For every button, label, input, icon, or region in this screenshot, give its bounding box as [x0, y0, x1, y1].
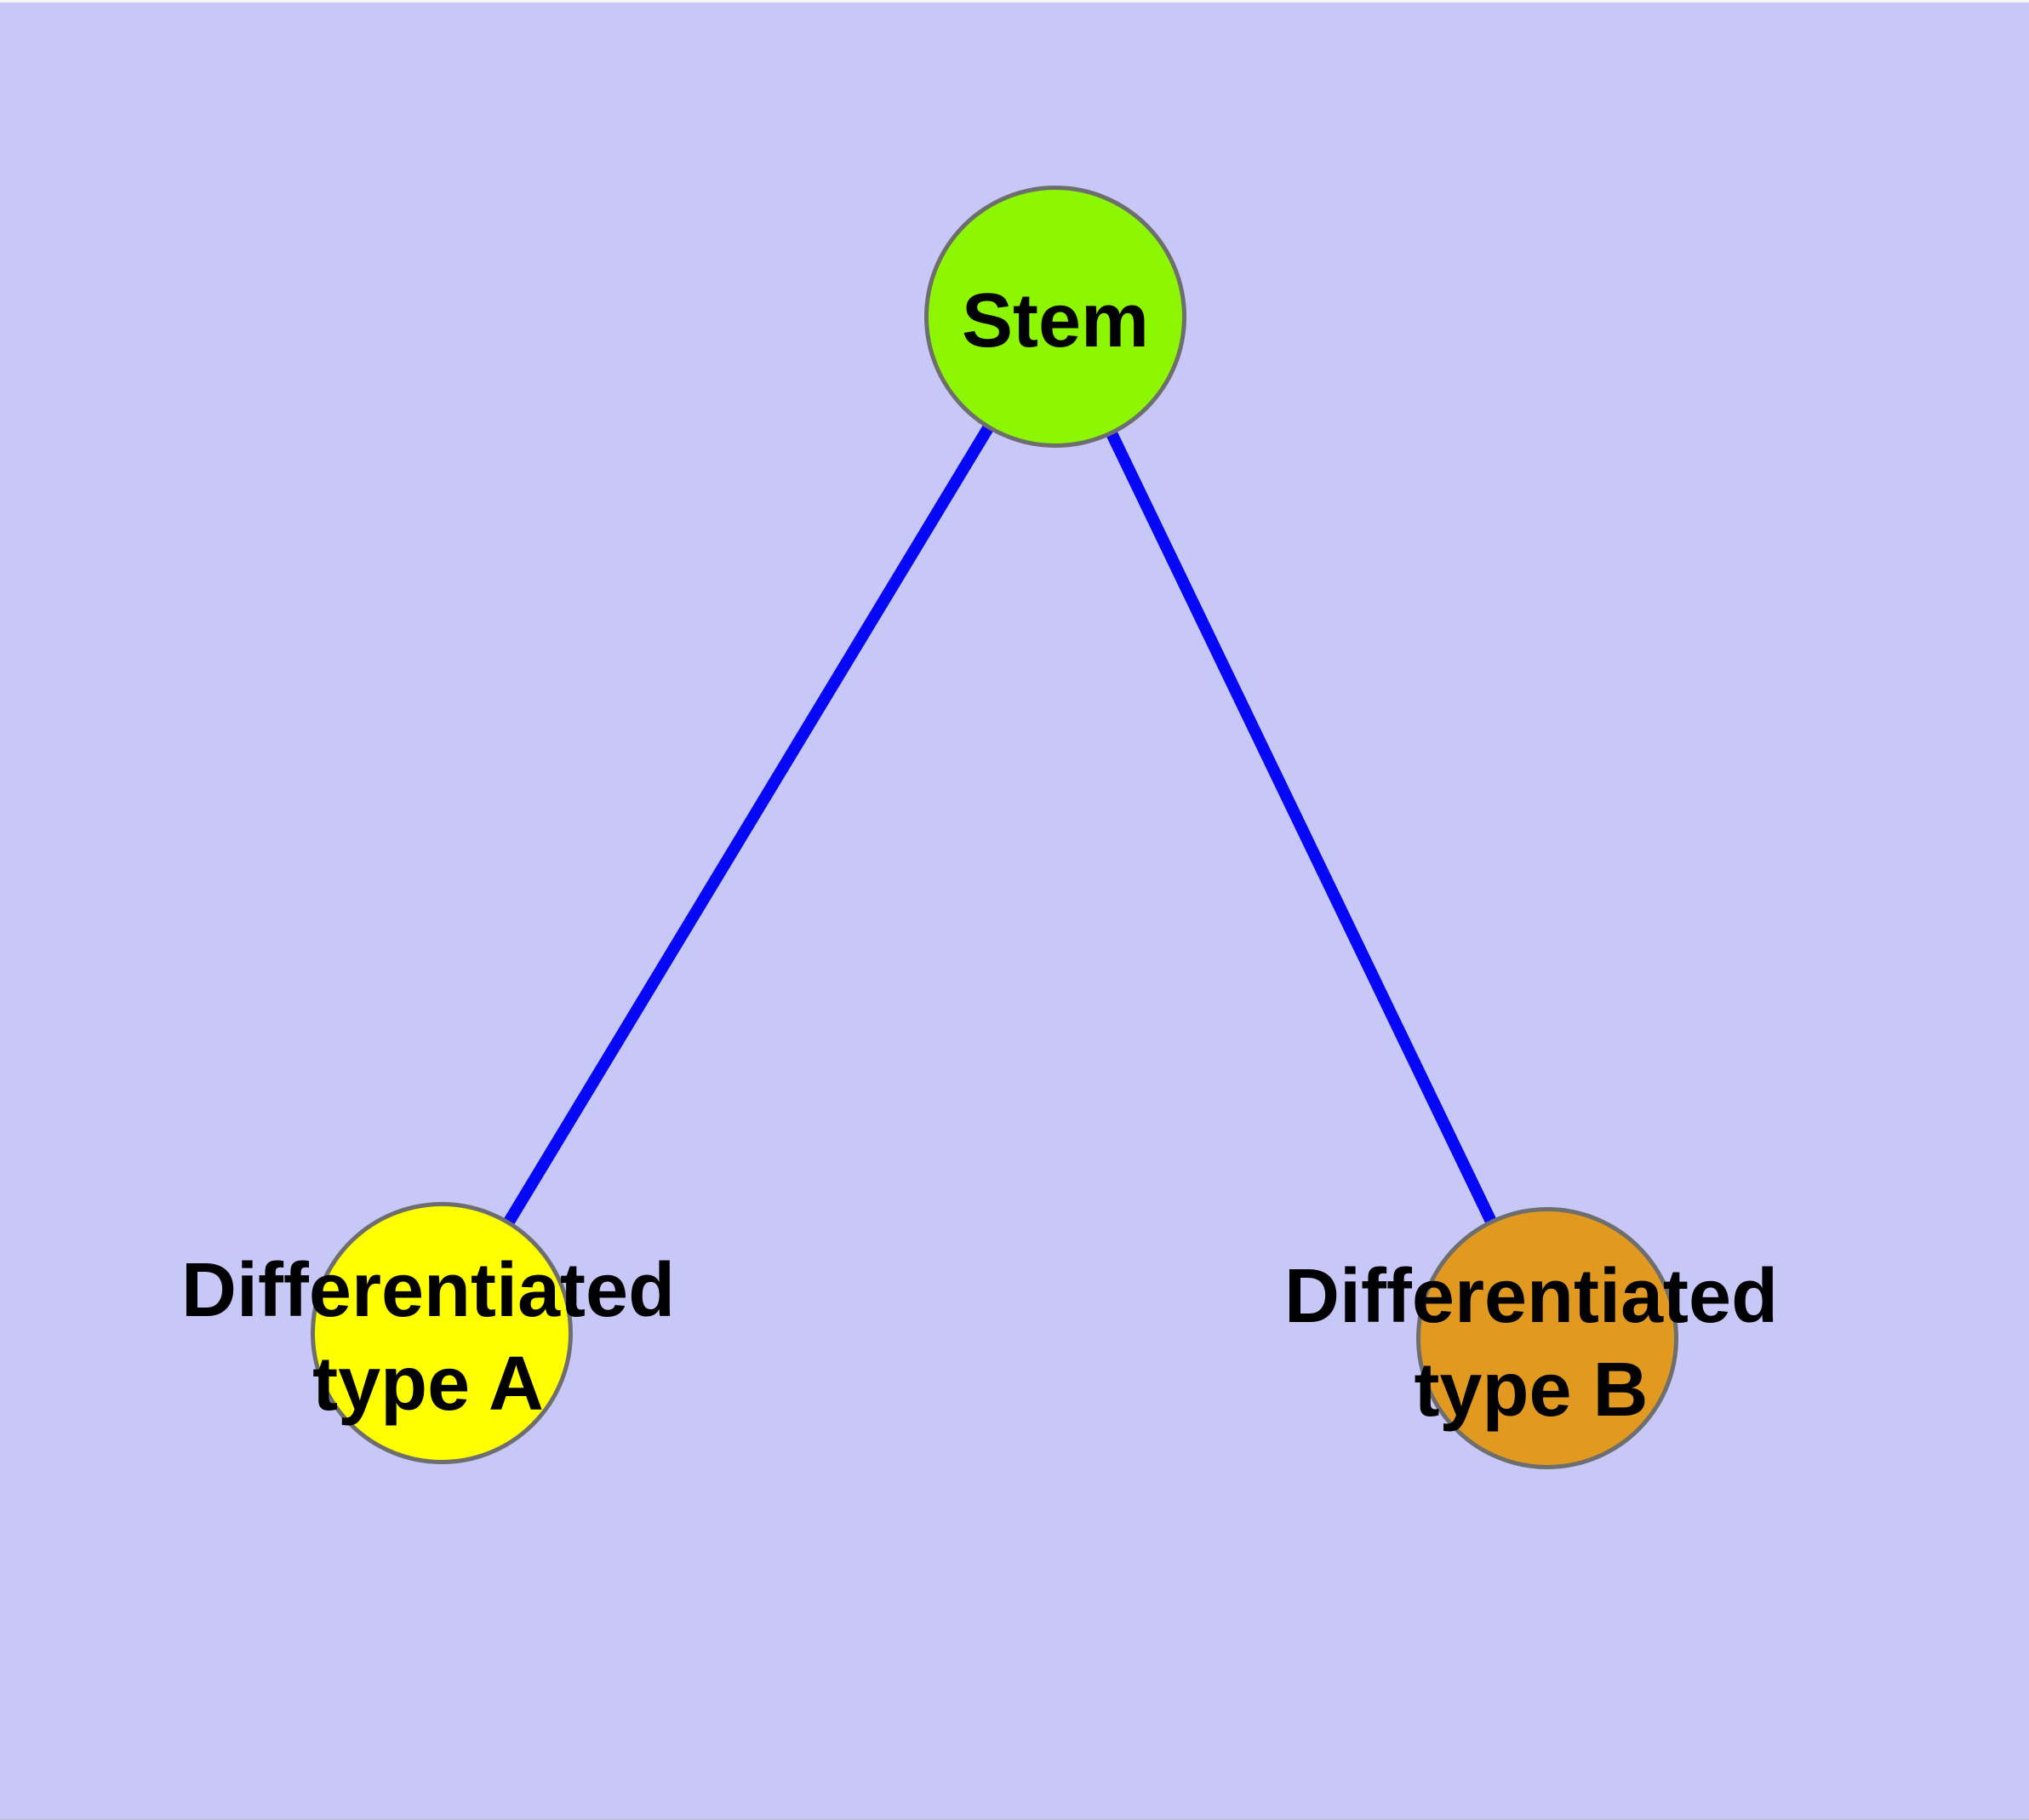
node-stem [924, 186, 1186, 448]
edge-stem-to-type-b [1049, 313, 1553, 1342]
node-type-b-label: Differentiated type B [1284, 1250, 1778, 1437]
edge-stem-to-type-a [437, 313, 1060, 1336]
canvas-top-border [0, 0, 2029, 3]
node-stem-label-text: Stem [961, 278, 1150, 363]
node-type-b-label-line2: type B [1414, 1348, 1649, 1433]
node-differentiated-type-a [311, 1202, 573, 1464]
node-differentiated-type-b [1416, 1207, 1678, 1469]
node-stem-label: Stem [962, 274, 1149, 368]
node-type-a-label: Differentiated type A [181, 1244, 675, 1431]
node-type-b-label-line1: Differentiated [1283, 1254, 1779, 1339]
node-type-a-label-line1: Differentiated [180, 1248, 676, 1333]
canvas-bottom-border [0, 1818, 2029, 1820]
node-type-a-label-line2: type A [312, 1342, 544, 1427]
